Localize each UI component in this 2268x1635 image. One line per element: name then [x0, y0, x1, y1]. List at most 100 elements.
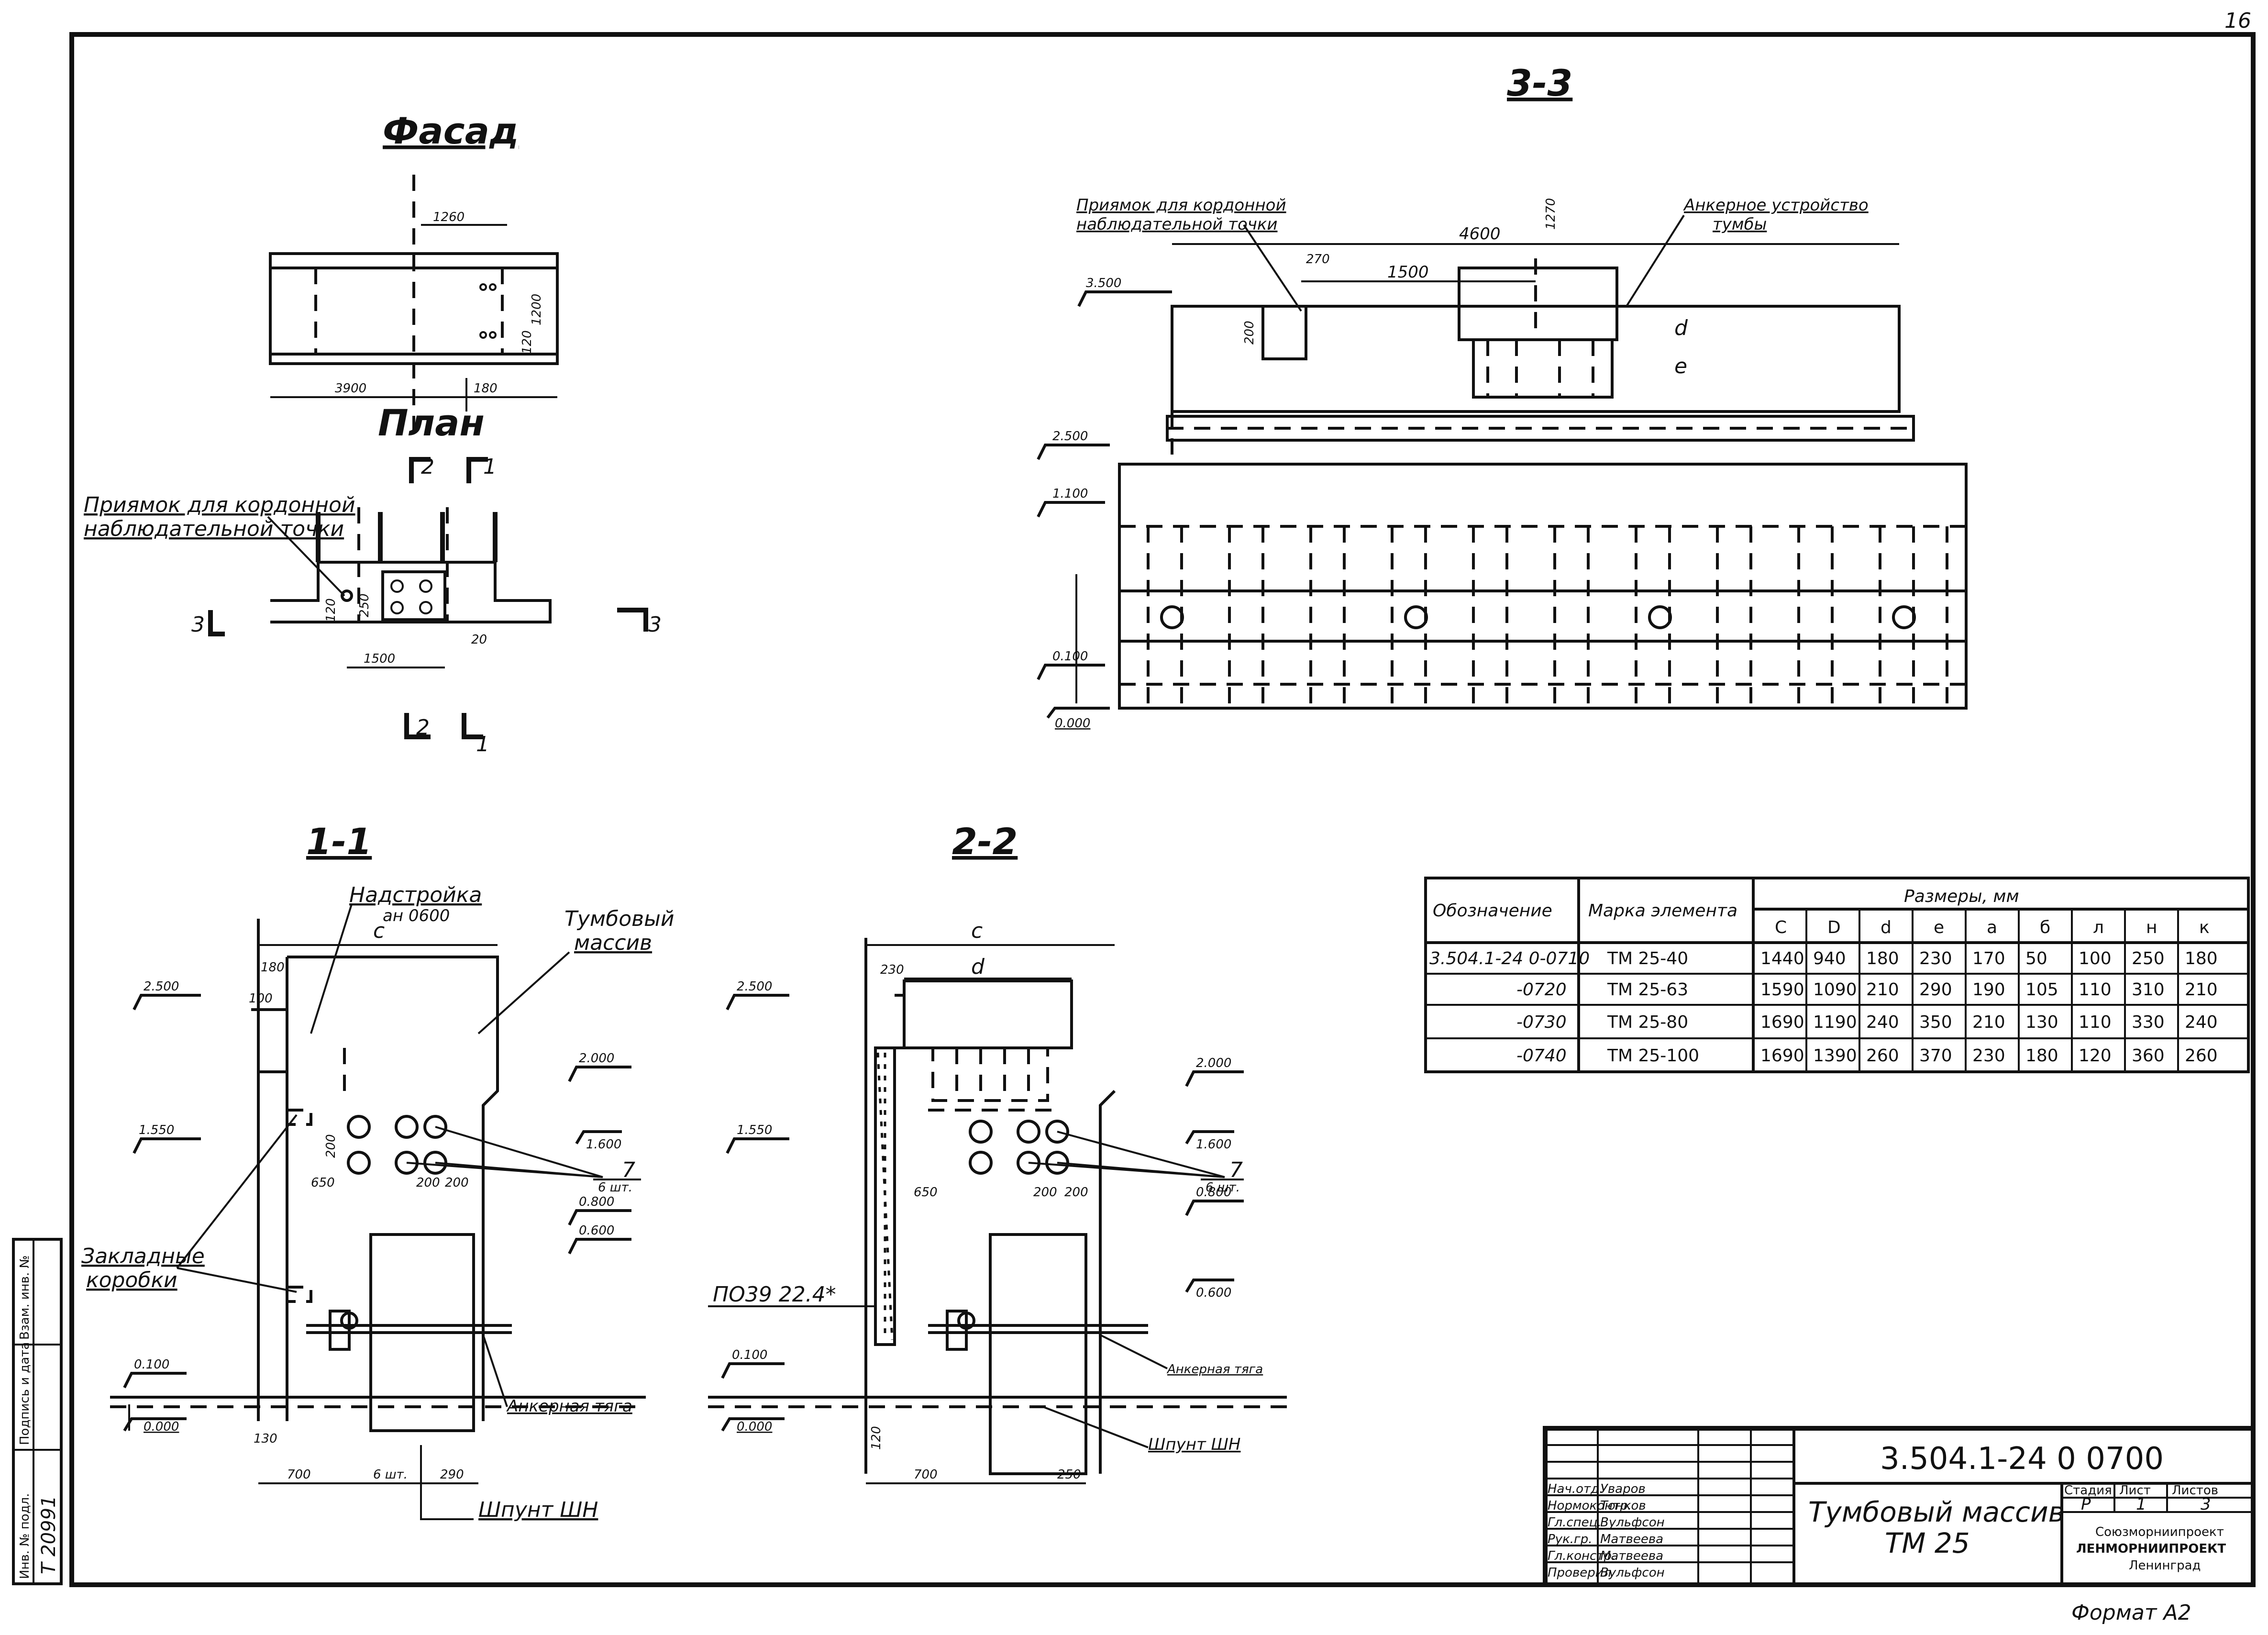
row-value: 180 [2185, 949, 2218, 968]
section-1-1: 1-1 Надстройка ан 0600 Тумбовый массив с… [81, 820, 674, 1522]
s22-level-2000: 2.000 [1196, 1056, 1231, 1070]
s33-dim-1500: 1500 [1387, 263, 1429, 282]
s33-dim-200: 200 [1242, 321, 1257, 345]
size-column-header: н [2146, 918, 2157, 937]
s22-dim-200a: 200 [1033, 1185, 1057, 1200]
row-value: 350 [1919, 1012, 1952, 1032]
side-stamp-col1: Инв. № подл. [18, 1493, 32, 1579]
role-row: Нормоконтр.Тонков [1548, 1499, 1646, 1513]
s33-dim-1270: 1270 [1544, 198, 1558, 230]
s33-dim-d: d [1674, 316, 1688, 340]
role-title: Гл.спец. [1548, 1515, 1602, 1530]
plan-view: План Приямок для кордонной наблюдательно… [84, 401, 662, 756]
role-title: Проверил [1548, 1566, 1611, 1580]
s11-callout-boxes-1: Закладные [81, 1244, 205, 1268]
s22-level-0000: 0.000 [737, 1420, 772, 1434]
side-stamp-col3: Взам. инв. № [18, 1255, 32, 1340]
row-value: 110 [2079, 980, 2112, 1000]
s11-dim-200a: 200 [416, 1176, 440, 1190]
s22-callout-pile: Шпунт ШН [1148, 1435, 1240, 1454]
s22-dim-700: 700 [914, 1468, 938, 1482]
row-mark: ТМ 25-80 [1607, 1012, 1688, 1032]
title-block-sheets-label: Листов [2172, 1483, 2218, 1498]
facade-dim-bottom: 3900 [335, 381, 366, 396]
row-value: 110 [2079, 1012, 2112, 1032]
size-column-header: б [2040, 918, 2050, 937]
row-value: 210 [1972, 1012, 2005, 1032]
facade-view: Фасад 1260 3900 180 1200 120 [269, 110, 559, 431]
row-value: 210 [2185, 980, 2218, 1000]
s22-level-1600: 1.600 [1196, 1137, 1231, 1152]
row-value: 1390 [1813, 1046, 1857, 1066]
row-value: 360 [2132, 1046, 2165, 1066]
row-value: 120 [2079, 1046, 2112, 1066]
s33-dim-e: e [1674, 354, 1687, 378]
s11-dim-200b: 200 [445, 1176, 469, 1190]
size-column-header: л [2093, 918, 2104, 937]
row-designation: -0730 [1516, 1012, 1567, 1032]
s33-level-1100: 1.100 [1052, 487, 1088, 501]
table-header-sizes: Размеры, мм [1904, 887, 2019, 906]
row-value: 130 [2025, 1012, 2058, 1032]
s11-level-1600: 1.600 [586, 1137, 621, 1152]
plan-section-marks: 2 1 3 3 2 1 [191, 455, 662, 756]
s22-item-qty: 6 шт. [1206, 1180, 1240, 1195]
row-value: 230 [1919, 949, 1952, 968]
row-value: 370 [1919, 1046, 1952, 1066]
format-label: Формат А2 [2071, 1601, 2191, 1625]
row-value: 180 [2025, 1046, 2058, 1066]
section-mark-2-top: 2 [421, 455, 434, 479]
size-column-header: d [1881, 918, 1892, 937]
row-value: 940 [1813, 949, 1846, 968]
s33-callout-right-1: Анкерное устройство [1683, 196, 1869, 215]
title-block-code: 3.504.1-24 0 0700 [1880, 1441, 2164, 1477]
role-row: Гл.констр.Матвеева [1548, 1549, 1663, 1563]
role-name: Уваров [1600, 1482, 1646, 1496]
size-column-header: a [1987, 918, 1997, 937]
s11-dim-290: 290 [440, 1468, 464, 1482]
section-mark-2-bottom: 2 [416, 715, 430, 740]
s22-level-0600: 0.600 [1196, 1286, 1231, 1300]
s33-callout-left-2: наблюдательной точки [1076, 215, 1277, 234]
title-block-org-3: Ленинград [2129, 1558, 2201, 1573]
row-value: 50 [2025, 949, 2047, 968]
facade-title: Фасад [383, 110, 519, 152]
s22-levels: 2.500 1.550 2.000 1.600 0.800 0.600 0.10… [721, 979, 1244, 1434]
page-number: 16 [2224, 9, 2251, 33]
size-column-header: D [1827, 918, 1841, 937]
row-mark: ТМ 25-40 [1607, 949, 1688, 968]
s11-level-1550: 1.550 [139, 1123, 174, 1137]
row-value: 1190 [1813, 1012, 1857, 1032]
s22-dim-200b: 200 [1064, 1185, 1088, 1200]
dimensions-table: Обозначение Марка элемента Размеры, мм C… [1424, 877, 2250, 1073]
facade-dim-vert: 1200 [530, 294, 544, 325]
role-name: Вульфсон [1600, 1515, 1665, 1530]
s22-callout-po: ПО39 22.4* [713, 1282, 836, 1307]
table-header-mark: Марка элемента [1588, 901, 1737, 921]
title-block-sheet-label: Лист [2119, 1483, 2151, 1498]
title-block-roles: Нач.отд.УваровНормоконтр.ТонковГл.спец.В… [1548, 1482, 1665, 1580]
table-header-designation: Обозначение [1433, 901, 1552, 921]
role-name: Матвеева [1600, 1549, 1663, 1563]
title-block: Нач.отд.УваровНормоконтр.ТонковГл.спец.В… [1543, 1426, 2256, 1587]
s11-dim-c: с [373, 919, 385, 943]
row-value: 230 [1972, 1046, 2005, 1066]
row-value: 260 [2185, 1046, 2218, 1066]
facade-dim-vert2: 120 [520, 330, 534, 354]
role-row: Гл.спец.Вульфсон [1548, 1515, 1665, 1530]
s11-callout-superstructure-1: Надстройка [349, 883, 482, 907]
section-2-2: 2-2 с 230 d 7 6 шт. 650 [708, 820, 1287, 1484]
s33-dim-270: 270 [1306, 252, 1330, 267]
section-1-1-title: 1-1 [306, 820, 372, 863]
s33-level-0100: 0.100 [1052, 649, 1088, 664]
s22-level-2500: 2.500 [737, 979, 772, 994]
s33-level-3500: 3.500 [1086, 276, 1121, 290]
s11-level-2000: 2.000 [579, 1051, 614, 1066]
s11-callout-anchor: Анкерная тяга [506, 1397, 632, 1416]
s33-level-2500: 2.500 [1052, 429, 1088, 444]
row-value: 1090 [1813, 980, 1857, 1000]
title-block-name-1: Тумбовый массив [1808, 1496, 2065, 1528]
size-column-header: C [1775, 918, 1787, 937]
